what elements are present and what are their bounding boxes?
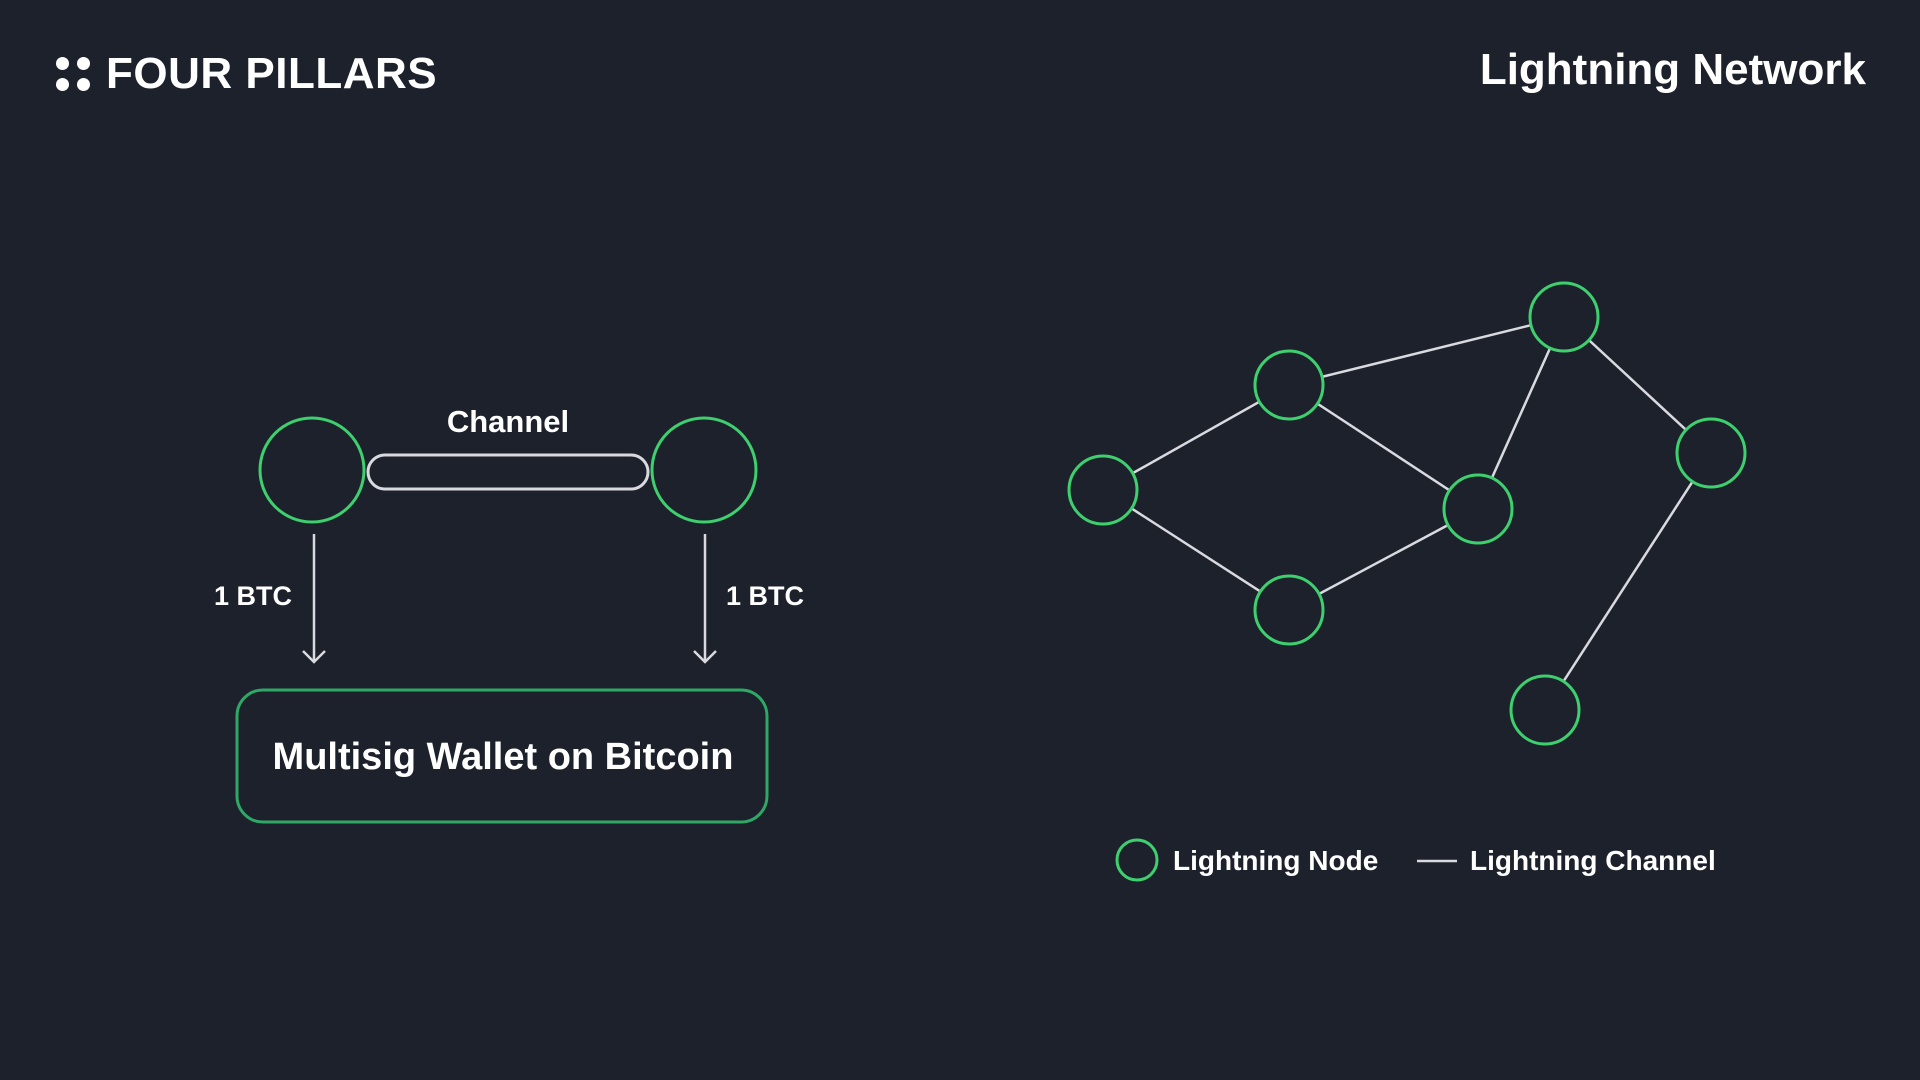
lightning-channel-line bbox=[1288, 315, 1565, 387]
network-diagram bbox=[1067, 281, 1747, 746]
multisig-wallet-box bbox=[235, 688, 769, 824]
lightning-channel-line bbox=[1102, 488, 1290, 612]
lightning-node bbox=[1675, 417, 1747, 489]
lightning-node bbox=[1253, 349, 1325, 421]
multisig-wallet-label: Multisig Wallet on Bitcoin bbox=[273, 736, 734, 778]
network-channels bbox=[1102, 315, 1713, 711]
brand-name: FOUR PILLARS bbox=[106, 49, 438, 98]
arrow-right bbox=[693, 534, 717, 664]
lightning-channel-line bbox=[1288, 507, 1479, 612]
channel-node-left bbox=[258, 416, 366, 524]
channel-bar bbox=[366, 453, 650, 491]
channel-label: Channel bbox=[447, 404, 569, 439]
legend: Lightning Node Lightning Channel bbox=[1115, 838, 1716, 882]
channel-diagram: Channel 1 BTC 1 BTC Multisig Wallet on B… bbox=[214, 404, 804, 824]
lightning-node bbox=[1442, 473, 1514, 545]
lightning-channel-line bbox=[1288, 383, 1479, 511]
lightning-channel-line bbox=[1102, 383, 1290, 492]
lightning-channel-line bbox=[1543, 452, 1713, 711]
slide-title: Lightning Network bbox=[1479, 45, 1866, 94]
legend-node-label: Lightning Node bbox=[1173, 845, 1378, 876]
arrow-left bbox=[302, 534, 326, 664]
legend-channel-label: Lightning Channel bbox=[1470, 845, 1716, 876]
legend-node-icon bbox=[1115, 838, 1159, 882]
network-nodes bbox=[1067, 281, 1747, 746]
right-amount-label: 1 BTC bbox=[726, 581, 804, 611]
lightning-node bbox=[1253, 574, 1325, 646]
lightning-node bbox=[1067, 454, 1139, 526]
channel-node-right bbox=[650, 416, 758, 524]
brand-logo: FOUR PILLARS bbox=[56, 48, 437, 100]
lightning-node bbox=[1528, 281, 1600, 353]
left-amount-label: 1 BTC bbox=[214, 581, 292, 611]
four-dots-icon bbox=[56, 57, 90, 91]
lightning-node bbox=[1509, 674, 1581, 746]
